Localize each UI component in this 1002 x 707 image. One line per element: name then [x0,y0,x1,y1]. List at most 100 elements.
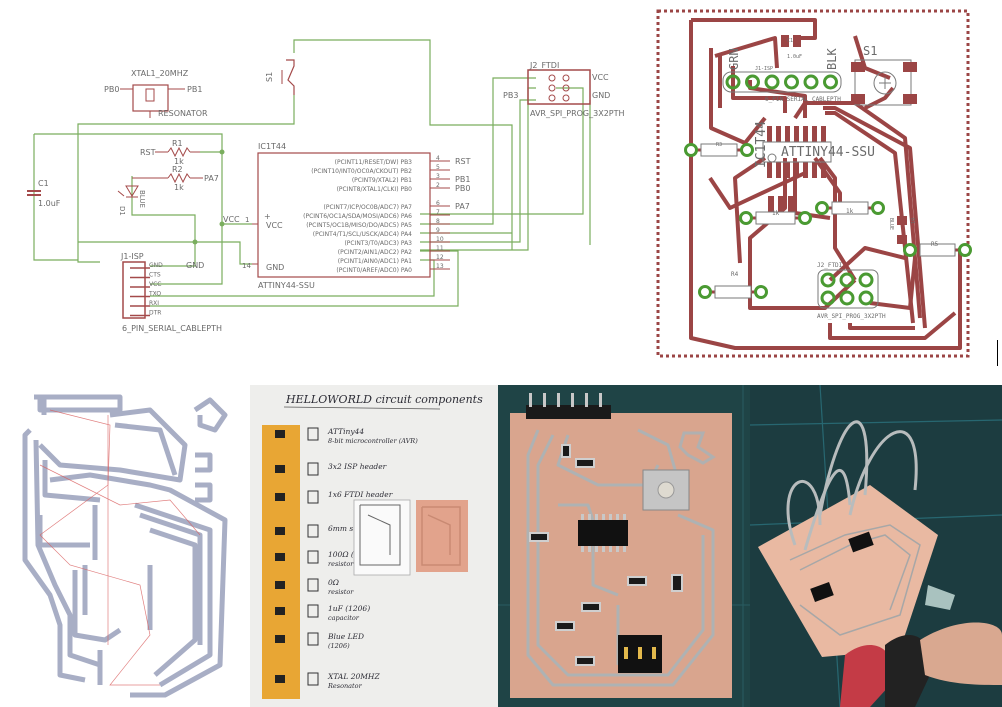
component-sample [275,527,285,535]
board-led-ref: D1 [909,218,915,224]
header-outline [722,71,842,93]
board-blk-label: BLK [825,48,839,70]
led-symbol: D1 BLUE [117,185,146,216]
vcc-net-label: VCC [223,215,240,224]
r2-net: PA7 [204,174,219,183]
led-pad [897,235,907,244]
component-sample [275,493,285,501]
resistor-pad [754,285,768,299]
j2-name: J2_FTDI [529,61,559,70]
schematic-panel: XTAL1_20MHZ PB0 PB1 RESONATOR S1 RST R1 … [0,0,650,370]
header-pad [823,74,838,90]
r2-value: 1k [174,183,184,192]
board-grn-label: GRN [727,48,741,70]
header-pad [764,74,780,90]
toolpath-panel [0,385,248,707]
resistor-pad [739,211,753,225]
smd-parts [529,444,683,666]
component-sketch-icon [307,462,319,476]
toolpath-drawing [22,394,228,698]
r1-name: R1 [172,139,183,148]
component-sample [275,581,285,589]
led-pad [897,216,907,225]
component-label: 6mm switch [328,524,374,533]
header [810,582,834,602]
printed-layout [353,499,411,576]
c1-name: C1 [38,179,49,188]
board-r4-label: R4 [731,271,739,278]
ic-pin-number: 2 [436,182,440,189]
ic-pin-number: 12 [436,254,444,261]
ic-part: ATTINY44-SSU [258,281,315,290]
component-sub: resistor [328,588,354,596]
component-sub: (1206) [328,642,350,650]
component-label: XTAL 20MHZ [327,672,380,681]
resistor-pad [871,201,885,215]
finger [920,622,1002,685]
component-sub: 8-bit microcontroller (AVR) [328,437,418,445]
component-sketch-icon [307,550,319,564]
ic-pin1-marker [767,153,777,163]
ic-pin-label: (PCINT2/AIN1/ADC2) PA2 [338,249,412,256]
board-r2-value: 1k [846,208,854,215]
chip [848,531,874,553]
resistor-r2: R2 1k PA7 [132,165,219,192]
component-label: 1x6 FTDI header [328,490,393,499]
board-switch-label: S1 [863,44,877,58]
ftdi-header-symbol: J1-ISP 6_PIN_SERIAL_CABLEPTH GNDCTSVCCTX… [120,252,222,333]
wire [150,242,196,267]
ic-pin-label: (PCINT5/OC1B/MISO/DO/ADC5) PA5 [306,222,412,229]
resistor-body [714,285,752,299]
component-sketch-icon [307,427,319,441]
components-sheet-drawing: HELLOWORLD circuit components ATTiny448-… [250,385,498,707]
assembled-board-illustration [498,385,750,707]
resistor-pad [798,211,812,225]
ic-pin-number: 3 [436,173,440,180]
components-title: HELLOWORLD circuit components [285,393,483,406]
component-sub: resistor [328,560,354,568]
ic-pin-label: (PCINT10/INT0/OC0A/CKOUT) PB2 [311,168,412,175]
c1-value: 1.0uF [38,199,61,208]
led-value: BLUE [138,190,146,208]
resistor-pad [698,285,712,299]
isp-pad [839,290,855,306]
ic-pin-number: 4 [436,155,440,162]
ic-pin-label: (PCINT8/XTAL1/CLKI) PB0 [337,186,413,193]
jumper-wires [786,420,918,551]
crystal-symbol: XTAL1_20MHZ PB0 PB1 RESONATOR [104,69,208,118]
ic-pin-number: 7 [436,209,440,216]
wire [131,176,196,242]
switch-symbol: S1 [265,59,295,95]
ic-pin-number: 9 [436,227,440,234]
wire [420,87,584,215]
ic-pads [767,126,826,218]
component-sketch-icon [307,524,319,538]
header-pads [725,74,838,90]
ic-pin-label: (PCINT9/XTAL2) PB1 [352,177,412,184]
ic-pin-label: (PCINT0/AREF/ADC0) PA0 [336,267,412,274]
board-layout-drawing: ATTINY44-SSU IC1T44 C1 1.0uF J1-ISP 6_PI… [656,9,972,358]
big-x-outline [678,431,716,465]
board-traces [789,524,921,636]
chip-legs [581,514,626,552]
toolpath-rapids [39,409,201,686]
board-resistors [684,143,972,299]
j1-pin-label: RXI [149,300,159,307]
isp-pad [820,272,836,288]
ic-pin-number: 10 [436,236,444,243]
capacitor-symbol: C1 1.0uF [27,179,61,208]
ic-pin-label: (PCINT4/T1/SCL/USCK/ADC4) PA4 [313,231,412,238]
crystal-name: XTAL1_20MHZ [131,69,189,78]
isp-header-pins [618,635,662,673]
j1-pin-label: DTR [149,310,161,317]
component-sample [275,553,285,561]
isp-pad [858,272,874,288]
attiny-chip [578,520,628,546]
tested-board [758,485,938,657]
component-label: 1uF (1206) [328,604,370,613]
ic-pin-label: (PCINT1/AIN0/ADC1) PA1 [338,258,412,265]
j2-gnd: GND [592,91,610,100]
board-outline [656,9,970,358]
component-sketch-icon [307,632,319,646]
junction-dot [192,239,198,245]
